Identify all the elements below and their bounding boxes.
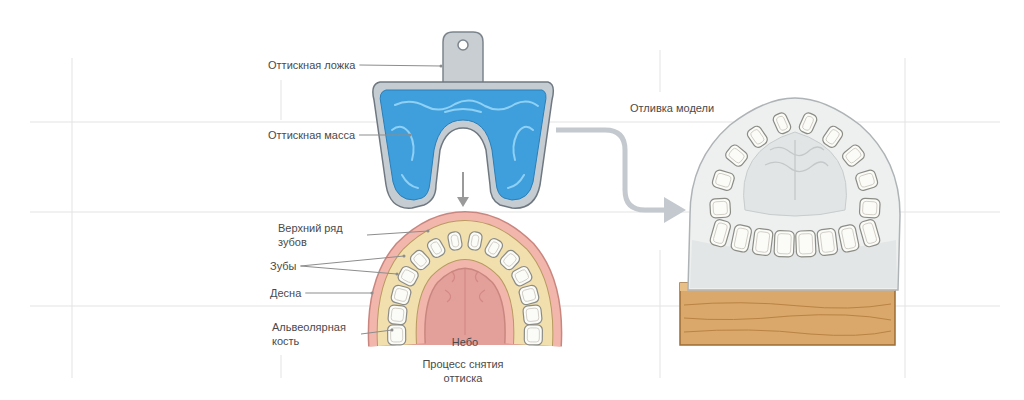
grid-lines — [30, 50, 1000, 378]
leader-dot — [403, 255, 406, 258]
leader-line — [300, 266, 397, 274]
tooth — [798, 111, 819, 135]
cast-arrow — [556, 130, 686, 223]
tooth — [817, 228, 838, 256]
part-label: Оттискная масса — [268, 128, 355, 142]
tooth — [709, 218, 732, 247]
tooth — [447, 231, 463, 251]
tooth — [396, 265, 420, 288]
tooth — [724, 143, 750, 168]
tooth — [483, 237, 504, 259]
leader-line — [300, 256, 404, 266]
tooth — [467, 231, 483, 251]
tooth — [730, 224, 752, 253]
tooth — [498, 248, 521, 271]
tooth — [858, 218, 881, 247]
tooth — [796, 230, 816, 257]
tooth — [752, 228, 773, 256]
tooth — [426, 237, 447, 259]
leader-line — [359, 65, 441, 66]
tooth — [408, 248, 431, 271]
tooth — [710, 198, 731, 218]
leader-dot — [371, 292, 374, 295]
tooth — [510, 265, 534, 288]
leader-dot — [440, 65, 443, 68]
leader-line — [359, 135, 410, 136]
tooth — [388, 325, 406, 345]
upper-jaw — [388, 231, 543, 345]
dental-model — [680, 98, 900, 345]
tooth — [774, 230, 794, 257]
part-label: Процесс снятия оттиска — [413, 357, 513, 385]
tooth — [841, 143, 867, 168]
tooth — [518, 284, 540, 306]
down-arrow — [457, 172, 469, 207]
leader-dot — [391, 329, 394, 332]
leader-dot — [396, 273, 399, 276]
tooth — [838, 224, 860, 253]
tooth — [390, 284, 412, 306]
leader-dot — [427, 230, 430, 233]
part-label: Отливка модели — [630, 101, 714, 115]
leader-line — [367, 231, 428, 235]
tooth — [523, 305, 543, 325]
tooth — [524, 325, 542, 345]
tooth — [821, 124, 845, 149]
leader-line — [361, 330, 392, 334]
tooth — [388, 305, 408, 325]
impression-tray — [373, 32, 553, 208]
tooth — [859, 198, 880, 218]
part-label: Зубы — [270, 259, 296, 273]
tooth — [746, 124, 770, 149]
part-label: Альвеолярная кость — [272, 320, 357, 348]
tooth — [855, 169, 879, 192]
leader-dot — [409, 134, 412, 137]
tooth — [711, 169, 735, 192]
tooth — [772, 111, 793, 135]
part-label: Верхний ряд зубов — [278, 221, 363, 249]
part-label: Десна — [270, 286, 301, 300]
leader-line — [305, 293, 372, 294]
part-label: Небо — [452, 335, 478, 349]
part-label: Оттискная ложка — [268, 58, 355, 72]
